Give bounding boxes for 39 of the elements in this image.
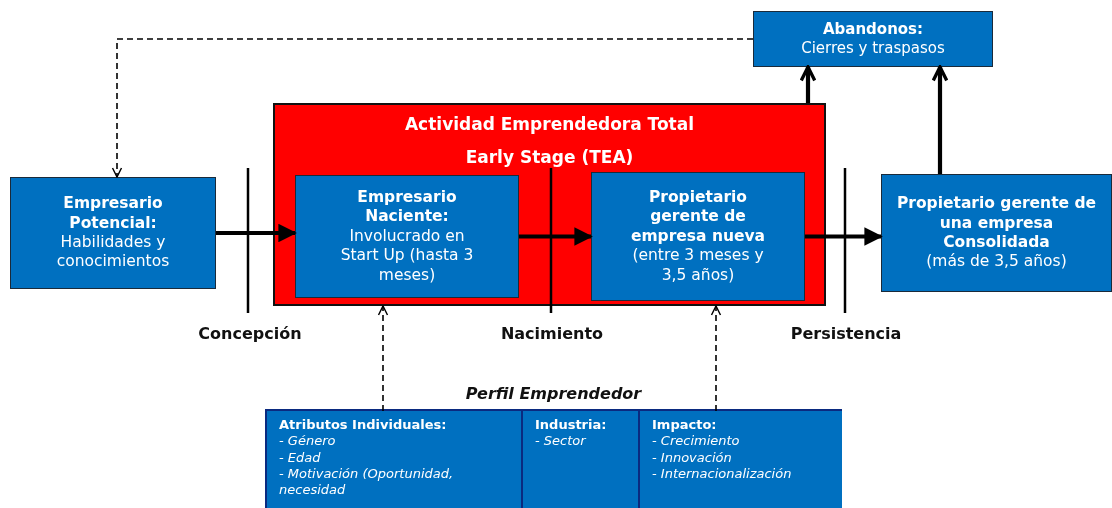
panel-heading: Perfil Emprendedor bbox=[464, 384, 643, 404]
list-item: - Innovación bbox=[652, 449, 732, 466]
column-heading: Impacto: bbox=[652, 417, 717, 434]
column-heading: Industria: bbox=[535, 417, 607, 434]
arrow bbox=[799, 65, 817, 103]
box-heading: Abandonos: bbox=[822, 20, 924, 39]
dashed-arrow bbox=[111, 38, 754, 178]
stage-label: Nacimiento bbox=[500, 324, 604, 343]
container-title: Actividad Emprendedora Total Early Stage (TEA) bbox=[403, 113, 696, 169]
box-description: Cierres y traspasos bbox=[801, 39, 945, 58]
stage-label: Persistencia bbox=[790, 324, 902, 343]
arrow bbox=[519, 227, 593, 246]
stage-label: Concepción bbox=[198, 324, 302, 343]
process-box bbox=[881, 174, 1112, 292]
box-heading: Empresario Potencial: bbox=[62, 194, 164, 233]
arrow bbox=[931, 65, 949, 174]
list-item: - Género bbox=[279, 433, 336, 450]
box-heading: Propietario gerente de una empresa Consolidada bbox=[896, 194, 1097, 253]
arrow bbox=[805, 227, 883, 246]
list-item: - Edad bbox=[279, 449, 321, 466]
list-item: - Sector bbox=[535, 433, 586, 450]
box-description: Involucrado en Start Up (hasta 3 meses) bbox=[339, 226, 475, 285]
dashed-arrow bbox=[710, 305, 722, 412]
process-box bbox=[295, 175, 519, 298]
stage-container bbox=[273, 103, 826, 306]
arrow bbox=[216, 223, 297, 243]
list-item: - Internacionalización bbox=[652, 465, 792, 482]
box-description: (más de 3,5 años) bbox=[926, 252, 1067, 272]
process-box bbox=[10, 177, 216, 289]
list-item: - Crecimiento bbox=[652, 433, 740, 450]
box-description: (entre 3 meses y 3,5 años) bbox=[631, 246, 765, 285]
process-box bbox=[591, 172, 805, 301]
box-description: Habilidades y conocimientos bbox=[55, 233, 171, 272]
box-heading: Empresario Naciente: bbox=[356, 188, 458, 227]
box-heading: Propietario gerente de empresa nueva bbox=[629, 188, 767, 247]
column-heading: Atributos Individuales: bbox=[279, 417, 447, 434]
process-box bbox=[753, 11, 993, 67]
dashed-arrow bbox=[377, 305, 389, 412]
list-item: - Motivación (Oportunidad, necesidad bbox=[279, 465, 455, 499]
